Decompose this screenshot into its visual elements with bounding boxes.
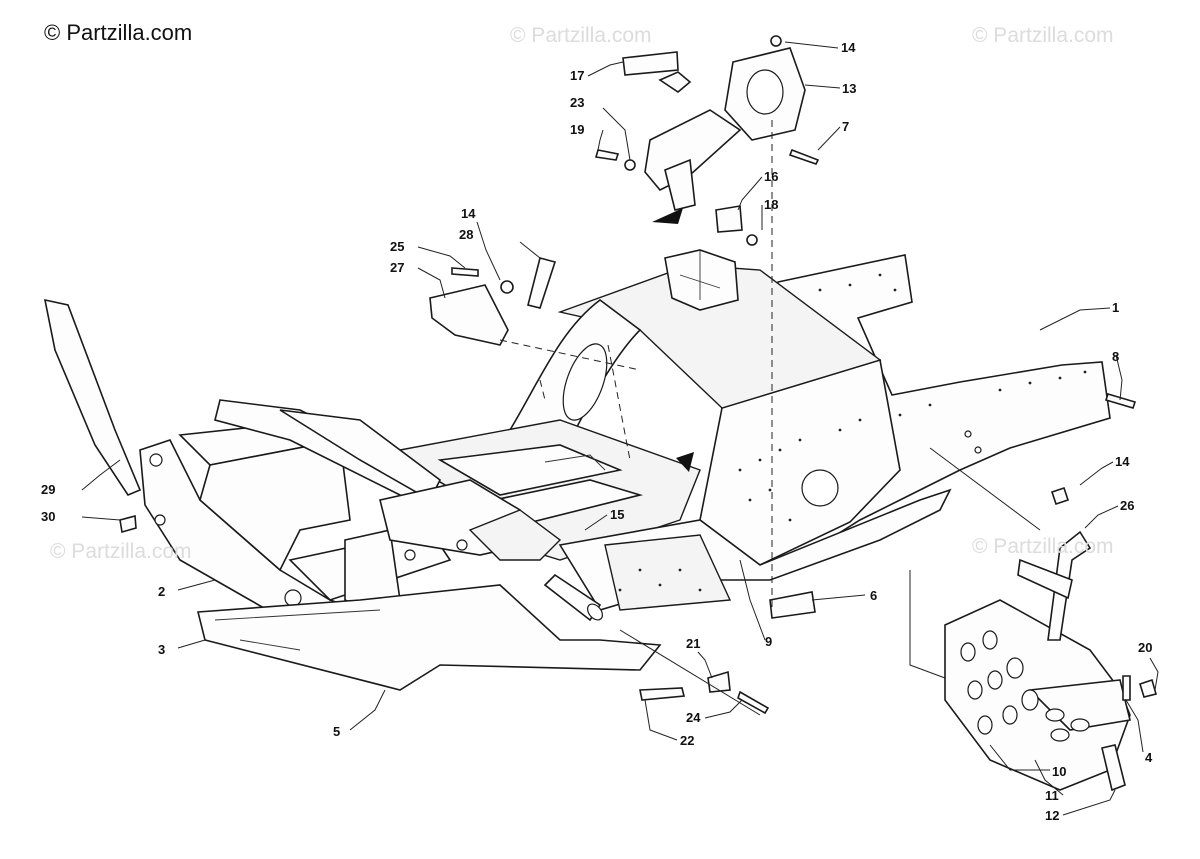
callout-10: 10 <box>1052 764 1066 779</box>
callout-labels: 1 2 3 4 5 6 7 8 9 10 11 12 13 14 14 14 1… <box>41 40 1153 823</box>
callout-20: 20 <box>1138 640 1152 655</box>
callout-3: 3 <box>158 642 165 657</box>
callout-19: 19 <box>570 122 584 137</box>
callout-25: 25 <box>390 239 404 254</box>
steering-bracket <box>644 47 806 211</box>
callout-30: 30 <box>41 509 55 524</box>
down-arrow-marker <box>676 452 694 472</box>
watermark-top-center: © Partzilla.com <box>510 24 652 47</box>
callout-6: 6 <box>870 588 877 603</box>
watermark-mid-right: © Partzilla.com <box>972 535 1114 558</box>
callout-15: 15 <box>610 507 624 522</box>
callout-23: 23 <box>570 95 584 110</box>
callout-17: 17 <box>570 68 584 83</box>
callout-12: 12 <box>1045 808 1059 823</box>
callout-27: 27 <box>390 260 404 275</box>
callout-26: 26 <box>1120 498 1134 513</box>
callout-8: 8 <box>1112 349 1119 364</box>
callout-22: 22 <box>680 733 694 748</box>
callout-11: 11 <box>1045 788 1059 803</box>
callout-28: 28 <box>459 227 473 242</box>
callout-16: 16 <box>764 169 778 184</box>
belly-pan <box>196 584 662 691</box>
watermark-main: © Partzilla.com <box>44 20 193 45</box>
callout-29: 29 <box>41 482 55 497</box>
watermark-top-right: © Partzilla.com <box>972 24 1114 47</box>
small-parts <box>43 35 1137 715</box>
left-arrow-marker <box>652 208 683 224</box>
callout-7: 7 <box>842 119 849 134</box>
callout-24: 24 <box>686 710 701 725</box>
callout-18: 18 <box>764 197 778 212</box>
front-suspension-frame <box>139 399 603 641</box>
callout-2: 2 <box>158 584 165 599</box>
callout-1: 1 <box>1112 300 1119 315</box>
callout-14-mid: 14 <box>461 206 476 221</box>
rivet-dots <box>618 273 1087 592</box>
callout-9: 9 <box>765 634 772 649</box>
callout-14-top: 14 <box>841 40 856 55</box>
leader-lines <box>81 41 1159 816</box>
skid-plate <box>944 486 1157 792</box>
alignment-lines <box>499 120 1041 716</box>
callout-21: 21 <box>686 636 700 651</box>
callout-5: 5 <box>333 724 340 739</box>
chassis-frame <box>399 249 1111 611</box>
watermark-mid-left: © Partzilla.com <box>50 540 192 563</box>
callout-13: 13 <box>842 81 856 96</box>
callout-14-right: 14 <box>1115 454 1130 469</box>
callout-4: 4 <box>1145 750 1153 765</box>
